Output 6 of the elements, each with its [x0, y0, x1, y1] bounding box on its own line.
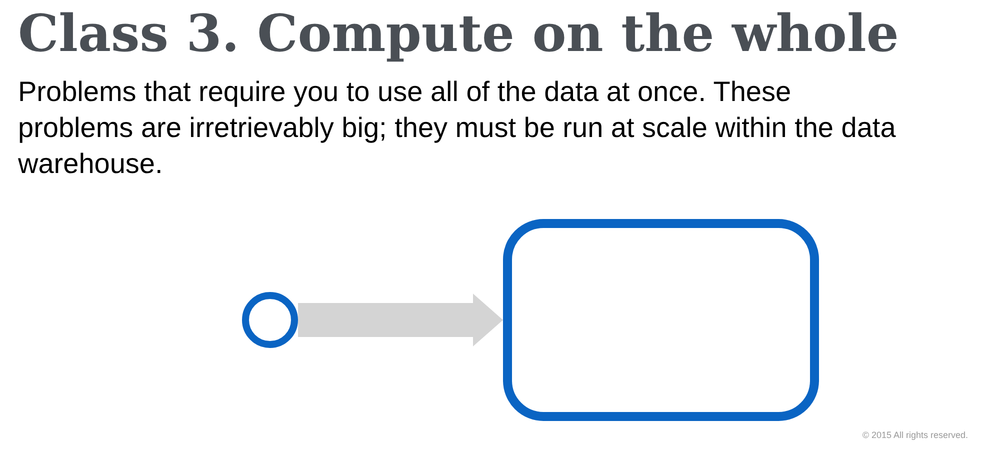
title: Class 3. Compute on the whole	[18, 3, 899, 66]
rounded-box-node	[503, 219, 819, 421]
block-arrow	[298, 294, 503, 346]
description: Problems that require you to use all of the data at once. These problems are irretrievably big; they must be run at scale within the data warehouse.	[18, 75, 897, 181]
circle-node	[242, 292, 298, 348]
copyright-note: © 2015 All rights reserved.	[862, 428, 968, 442]
